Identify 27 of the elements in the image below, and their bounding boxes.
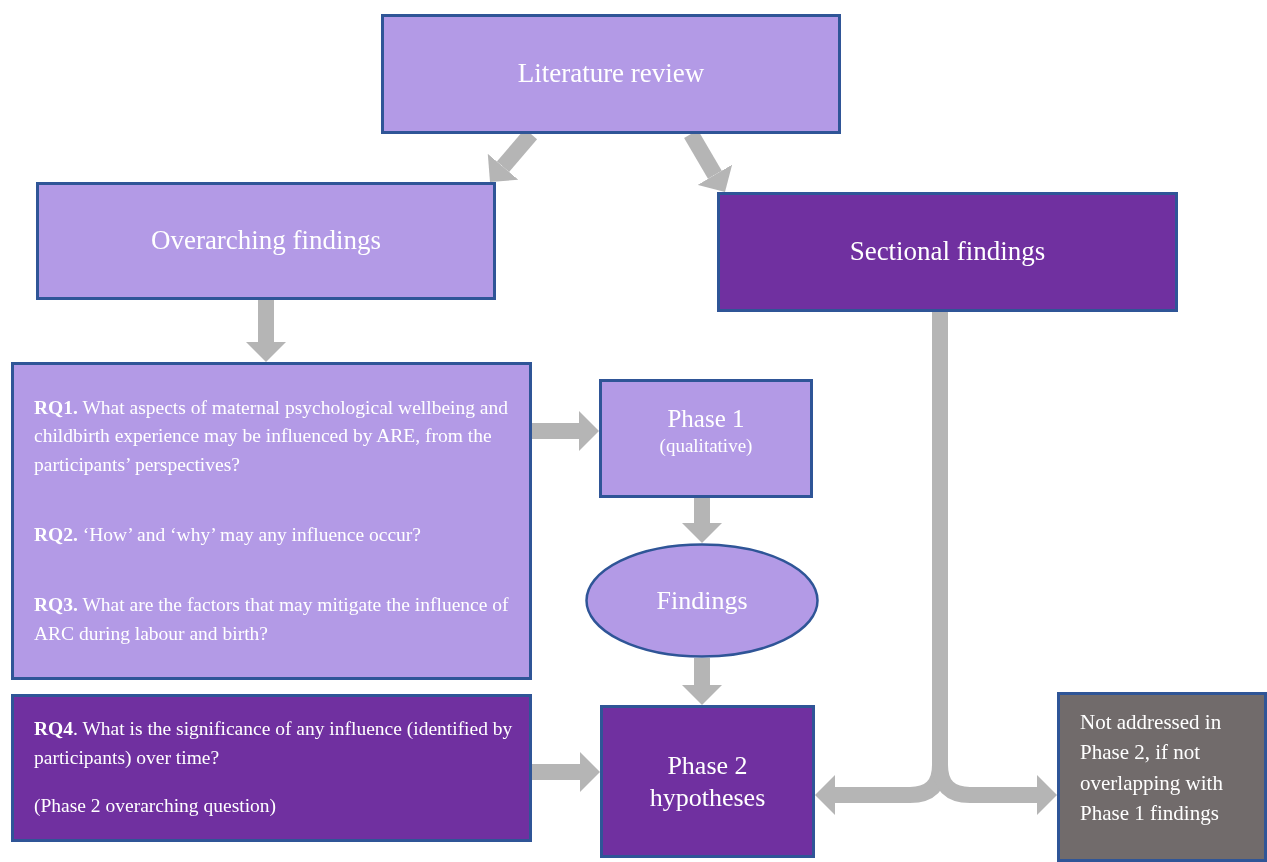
block-arrow	[532, 411, 599, 451]
node-label: Findings	[656, 584, 748, 617]
question-text: RQ4. What is the significance of any influence (identified by participants) over time?	[34, 717, 514, 770]
node-label: Sectional findings	[849, 235, 1046, 269]
block-arrow	[246, 300, 286, 362]
node-label: Literature review	[517, 57, 705, 91]
node-label: Phase 1	[667, 404, 745, 434]
question-text: RQ1. What aspects of maternal psychological wellbeing and childbirth experience may be influenced by ARE, from the participants’ perspectives?	[34, 396, 509, 477]
block-arrow	[532, 752, 600, 792]
block-arrow	[682, 658, 722, 705]
findings-ellipse	[585, 543, 819, 658]
node-label: Phase 2 hypotheses	[648, 750, 767, 813]
process-box	[600, 705, 815, 858]
process-box	[381, 14, 841, 134]
node-label: Overarching findings	[150, 224, 382, 258]
block-arrow	[682, 498, 722, 543]
question-text: RQ2. ‘How’ and ‘why’ may any influence occur?	[34, 523, 422, 547]
process-box	[36, 182, 496, 300]
question-text: (Phase 2 overarching question)	[34, 794, 278, 819]
note-text: Not addressed in Phase 2, if not overlapping with Phase 1 findings	[1080, 709, 1224, 828]
note-box	[1057, 692, 1267, 862]
process-box	[717, 192, 1178, 312]
question-box	[11, 362, 532, 680]
process-box	[599, 379, 813, 498]
question-text: RQ3. What are the factors that may mitigate the influence of ARC during labour and birth?	[34, 593, 510, 646]
node-sublabel: (qualitative)	[659, 434, 753, 458]
question-box	[11, 694, 532, 842]
